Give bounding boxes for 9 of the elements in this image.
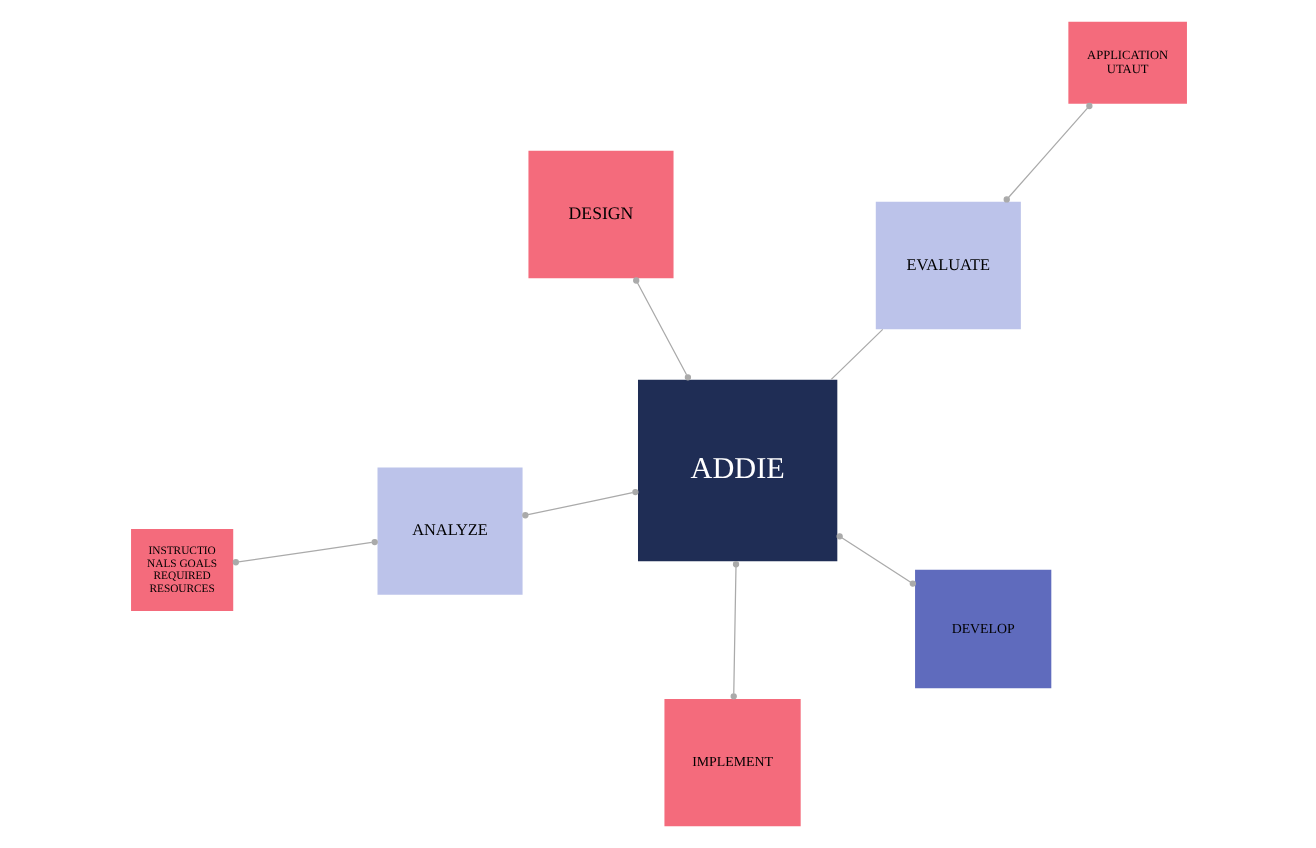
connector — [632, 277, 691, 381]
connector — [521, 488, 638, 519]
node-box: DESIGN — [527, 150, 673, 279]
connector — [729, 561, 739, 700]
node-box: ADDIE — [637, 379, 837, 562]
connector — [231, 538, 377, 566]
connector — [1002, 102, 1092, 203]
connector — [835, 533, 915, 587]
connector — [829, 328, 883, 381]
